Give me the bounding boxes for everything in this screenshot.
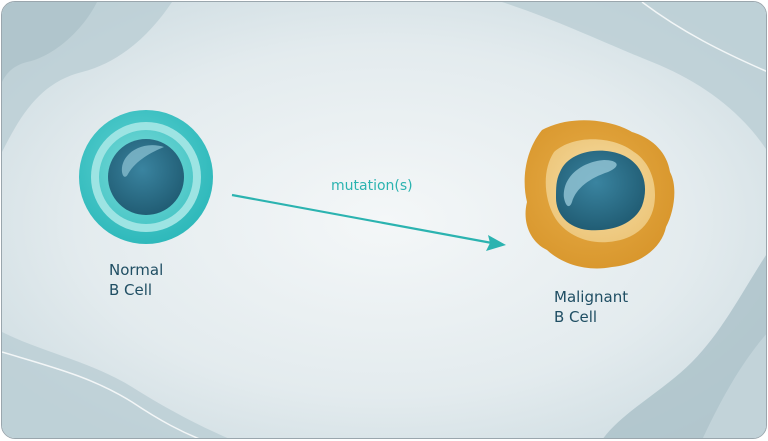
normal-b-cell-label-line2: B Cell bbox=[109, 281, 153, 299]
normal-b-cell-label-line1: Normal bbox=[109, 261, 164, 279]
mutation-arrow bbox=[231, 193, 506, 251]
mutation-label: mutation(s) bbox=[331, 178, 413, 194]
background-wave-bottom-left bbox=[2, 332, 228, 438]
normal-b-cell bbox=[79, 110, 213, 244]
malignant-b-cell-label: Malignant B Cell bbox=[554, 287, 628, 327]
background-wave-bottom-left-line bbox=[2, 351, 200, 438]
background-wave-bottom-right bbox=[603, 255, 766, 438]
background-wave-top-left-inner bbox=[2, 2, 97, 82]
normal-b-cell-label: Normal B Cell bbox=[109, 260, 163, 300]
background-wave-top-right-line bbox=[641, 2, 766, 72]
background-wave-bottom-right-light bbox=[702, 334, 766, 438]
malignant-b-cell-label-line2: B Cell bbox=[554, 308, 598, 326]
malignant-b-cell bbox=[524, 120, 675, 269]
malignant-b-cell-label-line1: Malignant bbox=[554, 288, 629, 306]
